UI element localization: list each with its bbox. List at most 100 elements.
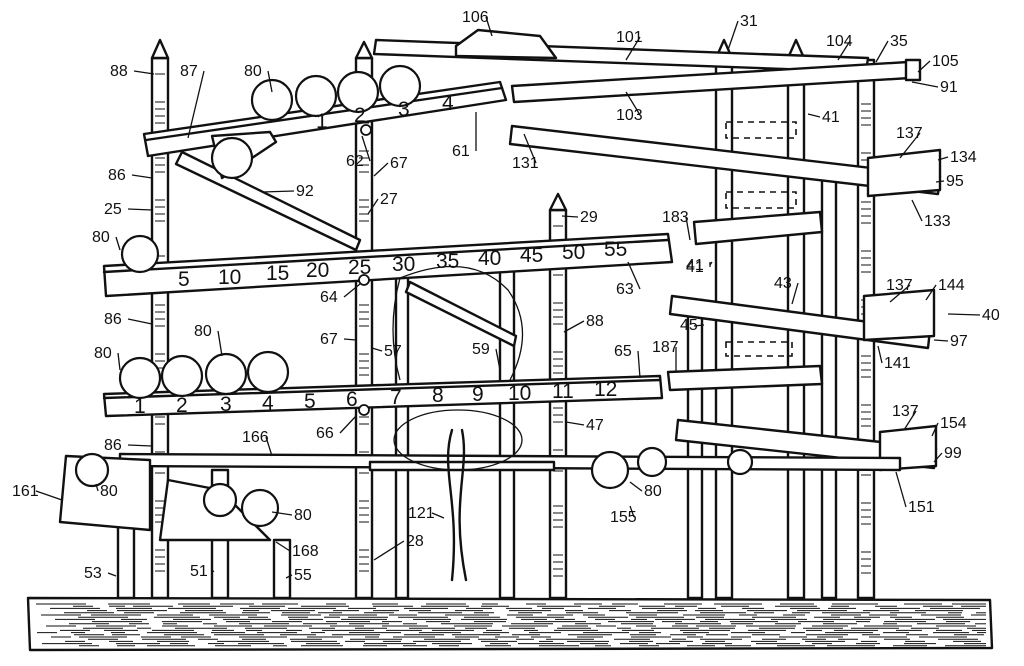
reference-numeral: 105 [932,53,959,70]
ball [120,234,160,274]
leader-line [565,421,585,426]
reference-numeral: 28 [406,533,424,550]
leader-line [889,284,911,303]
reference-numeral: 57 [384,343,402,360]
scale-top-label: 2 [354,104,366,127]
scale-lower-label: 4 [262,392,274,415]
reference-numeral: 86 [104,437,122,454]
right-inclines [508,121,942,472]
scale-lower-label: 1 [134,395,146,418]
reference-numeral: 25 [104,201,122,218]
reference-numeral: 183 [662,209,689,226]
reference-numeral: 87 [180,63,198,80]
leader-line [627,261,641,290]
ball [378,64,422,108]
leader-line [911,81,939,88]
leader-line [629,481,643,492]
ball [160,354,204,398]
reference-numeral: 80 [100,483,118,500]
reference-numeral: 101 [616,29,643,46]
reference-numeral: 35 [890,33,908,50]
scale-lower-label: 5 [304,390,316,413]
leader-line [115,236,121,251]
reference-numeral: 80 [94,345,112,362]
reference-numeral: 141 [884,355,911,372]
scale-middle: 5 10 15 20 25 30 35 40 45 50 55 [178,238,627,291]
leader-line [373,162,389,177]
reference-numeral: 97 [950,333,968,350]
ball [250,78,294,122]
scale-lower-label: 7 [390,386,402,409]
leader-line [877,345,883,364]
track-65 [102,374,664,418]
reference-numeral: 86 [104,311,122,328]
reference-numeral: 59 [472,341,490,358]
scale-lower-label: 9 [472,383,484,406]
leader-line [791,282,799,305]
ball [726,448,754,476]
scale-lower-label: 11 [552,380,574,403]
rail-166 [118,452,902,472]
scale-lower-label: 12 [594,378,617,401]
leader-line [107,572,117,577]
leader-line [373,540,405,561]
scale-lower-label: 8 [432,384,444,407]
reference-numeral: 41 [686,259,704,276]
leader-line [187,70,205,139]
leader-line [117,352,121,371]
leader-line [925,284,937,301]
reference-numeral: 137 [886,277,913,294]
ball [204,352,248,396]
ball [294,74,338,118]
leader-line [339,415,357,434]
reference-numeral: 64 [320,289,338,306]
leader-line [561,215,579,218]
reference-numeral: 41 [686,257,704,274]
reference-numeral: 53 [84,565,102,582]
leader-line [637,350,641,379]
reference-numeral: 134 [950,149,977,166]
drum-57 [392,265,524,471]
ball [202,482,238,518]
reference-numeral: 187 [652,339,679,356]
leader-line [935,180,945,183]
reference-numeral: 166 [242,429,269,446]
scale-lower: 1 2 3 4 5 6 7 8 9 10 11 12 [134,378,617,418]
ball [636,446,668,478]
scale-middle-label: 30 [392,253,415,276]
leader-line [367,198,379,215]
leader-line [271,511,293,516]
reference-numeral: 67 [320,331,338,348]
leader-line [917,60,931,73]
reference-numeral: 80 [294,507,312,524]
scale-middle-label: 55 [604,238,627,261]
reference-numeral: 88 [586,313,604,330]
leader-line [903,410,917,431]
scale-middle-label: 5 [178,268,190,291]
leader-line [685,216,691,241]
leader-line [431,512,445,519]
reference-numeral: 80 [194,323,212,340]
leader-line [563,320,585,333]
reference-numeral: 80 [244,63,262,80]
leader-line [837,40,851,61]
leader-line [285,574,293,579]
leader-line [895,471,907,508]
scale-middle-label: 15 [266,262,289,285]
leader-line [875,40,889,63]
leader-line [727,20,739,51]
reference-numeral: 106 [462,9,489,26]
scale-top-label: 1 [316,110,328,133]
leader-line [265,436,273,457]
scale-lower-label: 2 [176,394,188,417]
reference-numeral: 154 [940,415,967,432]
leader-line [127,444,153,447]
reference-numeral: 66 [316,425,334,442]
reference-numeral: 137 [892,403,919,420]
reference-numeral: 61 [452,143,470,160]
scale-lower-label: 6 [346,388,358,411]
leader-line [361,135,371,162]
leader-line [625,36,641,61]
track-63 [102,232,674,298]
